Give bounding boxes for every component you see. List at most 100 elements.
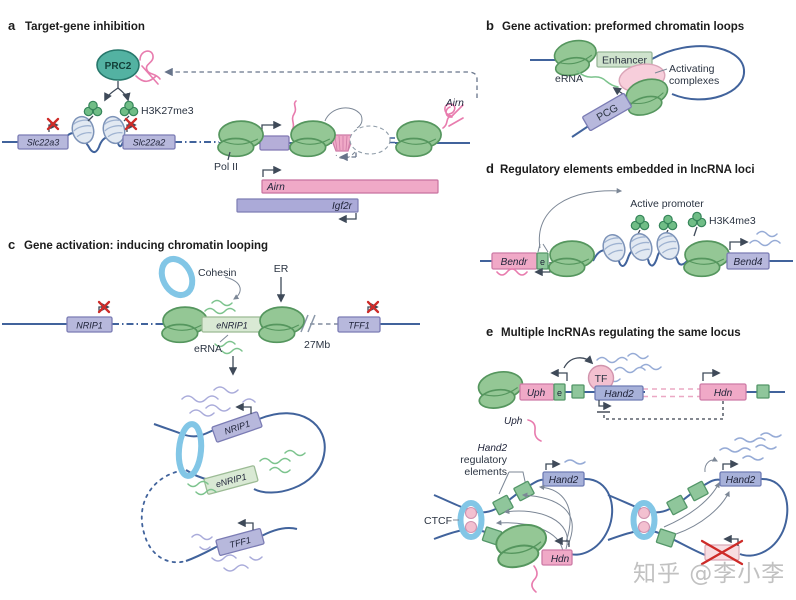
transcription-arrow-left [235,402,252,414]
bendr-label: Bendr [501,257,528,268]
panel-c-title: Gene activation: inducing chromatin loop… [24,240,268,252]
activating-complexes-label2: complexes [669,75,719,87]
tff1-label: TFF1 [348,321,370,331]
panel-c: c Gene activation: inducing chromatin lo… [2,237,420,572]
looping-line [324,107,363,129]
regulatory-element-box [655,528,677,548]
hand2-right-label: Hand2 [726,475,756,486]
hand2-loop-right: Hand2 [607,432,789,566]
gene-box-slc22a2 [122,134,176,150]
slc22a2-label: Slc22a2 [133,138,166,148]
cohesin-ring-icon [158,255,196,299]
hand2-gene-box [594,385,644,401]
transcription-arrow [262,165,282,177]
hand2-locus-linear: Uph e TF Hand2 Hdn Uph [474,352,785,442]
ctcf-subunit [464,506,478,520]
transcription-arrow [722,459,739,470]
ctcf-subunit [637,520,651,534]
nrip1-label: NRIP1 [76,321,103,331]
igf2r-transcript-bar [236,198,359,213]
promoter-box [259,135,290,151]
enrip1-loop-box: eNRIP1 [203,465,259,495]
tf-recruitment-arrow [563,355,594,369]
panel-a: a Target-gene inhibition PRC2 H3K27me3 S… [2,18,478,224]
label-bracket [498,471,527,495]
loop-strand-dotted [140,471,187,564]
tff1-loop-box: TFF1 [215,528,265,556]
hdn-label: Hdn [714,388,733,399]
mark-stem [693,226,698,237]
igf2r-bar-label: Igf2r [332,201,353,212]
enhancer-box [596,51,653,68]
er-label: ER [274,263,289,275]
cohesin-loading-arrow [224,276,241,300]
panel-d-letter: d [486,161,494,176]
blocked-transcription-arrow [97,300,111,314]
embedded-enhancer-box [553,383,566,401]
panel-b: b Gene activation: preformed chromatin l… [486,18,746,138]
transcription-arrow-left [338,213,357,224]
panel-e-title: Multiple lncRNAs regulating the same loc… [501,327,741,339]
h3k27me3-label: H3K27me3 [141,105,194,117]
loop-strand [607,529,706,556]
watermark: 知乎 @李小李 [633,561,786,587]
cohesin-ring-icon [175,421,205,479]
hand2-loop-left: Hand2 regulatory elements Hand2 CTCF [424,443,614,593]
uph-rna-label: Uph [504,416,523,427]
chromatin-loop-diagram: NRIP1 eNRIP1 TFF1 [140,386,326,572]
bend4-transcripts [749,230,781,247]
panel-c-letter: c [8,237,15,252]
inhibition-dashed-line [603,401,724,420]
blocked-transcription-arrow [366,300,380,314]
airn-transcript-bar [261,179,439,194]
uph-label: Uph [527,388,546,399]
activation-arrow [675,491,730,535]
e-label: e [557,388,562,398]
recruitment-dashed-arrow [164,67,478,98]
regulatory-element-box [666,494,688,516]
e-label: e [540,257,545,267]
transcription-arrow-left [237,518,254,530]
interference-arrow [538,484,571,543]
prc2-label: PRC2 [105,61,132,72]
erna-label: eRNA [194,343,222,355]
tff1-gene-box [337,316,381,333]
panel-b-letter: b [486,18,494,33]
hand2-transcript [564,459,586,465]
transcription-arrow-left [554,536,570,547]
activation-arrow [704,456,718,473]
panel-a-title: Target-gene inhibition [25,21,145,33]
blocked-transcription-arrow [124,117,138,132]
loop-strand [567,477,614,556]
nrip1-loop-box: NRIP1 [211,411,263,443]
mark-stem [87,115,94,122]
airn-rna-label: Airn [445,98,464,109]
transcription-arrow [545,459,561,470]
hand2-transcripts [719,432,782,461]
loop-strand [739,477,789,557]
transcription-arrow-left [550,368,568,381]
silenced-arrow [341,151,357,157]
tff1-transcripts [191,533,263,572]
regulatory-element-box [756,384,770,399]
hdn-left-label: Hdn [551,554,570,565]
prc2-to-mark-arrow [117,87,131,102]
interference-arrow [521,492,573,546]
enhancer-to-promoter-arrow [538,188,623,249]
reg-label-hand2: Hand2 [478,443,508,454]
dashed-loop [335,151,356,159]
enrip1-label: eNRIP1 [216,321,248,331]
panel-d-title: Regulatory elements embedded in lncRNA l… [500,164,755,176]
tf-label: TF [595,373,608,385]
bendr-rna [496,268,528,276]
pol-ii-label: Pol II [214,161,238,173]
bend4-gene-box [726,252,770,270]
blocked-transcription-arrow [46,117,60,132]
transcription-arrow [598,400,612,411]
reg-label-line3: elements [464,466,507,478]
panel-b-title: Gene activation: preformed chromatin loo… [502,21,744,33]
activating-complexes-label: Activating [669,63,715,75]
